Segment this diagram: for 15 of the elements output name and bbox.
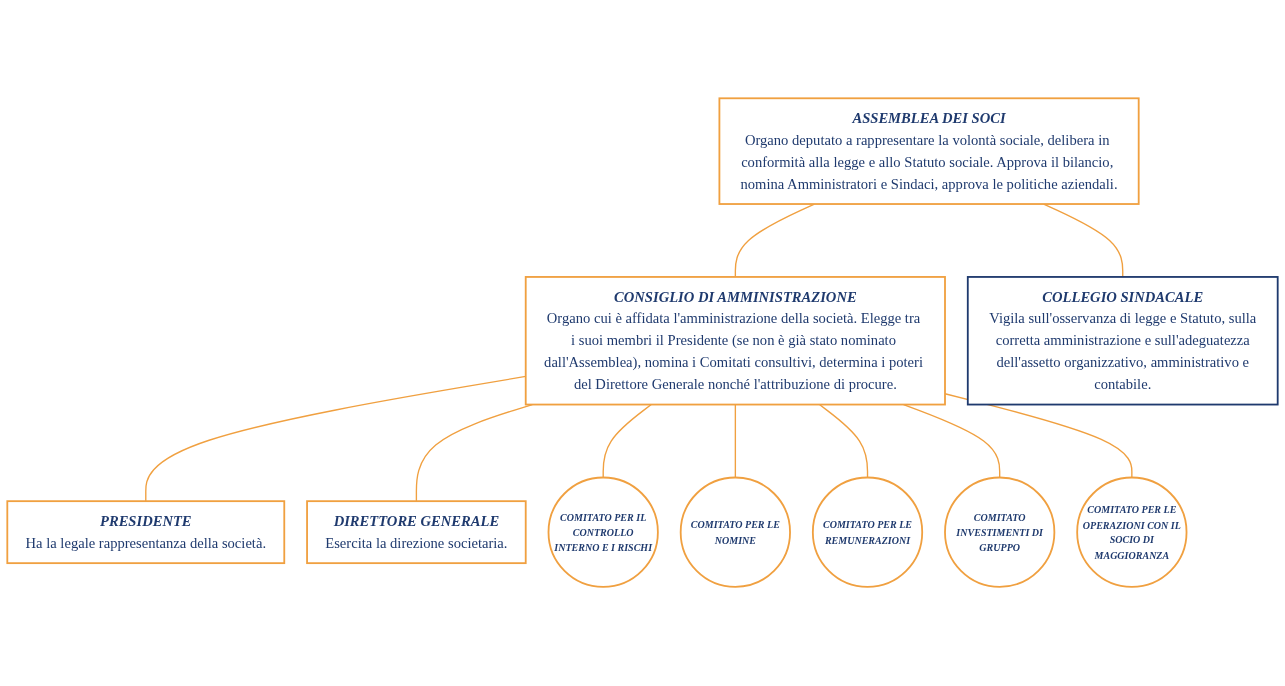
node-circle: COMITATO PER LE OPERAZIONI CON IL SOCIO DI MAGGIORANZA xyxy=(1076,476,1188,589)
connector xyxy=(734,404,737,479)
connector xyxy=(902,404,1001,479)
node-box: ASSEMBLEA DEI SOCI Organo deputato a rappresentare la volontà sociale, delibera in conformità alla legge e allo Statuto sociale. Approva il bilancio, nomina Amministratori e Sindaci, approva le politiche aziendali. xyxy=(718,97,1140,206)
node-box: COLLEGIO SINDACALE Vigila sull'osservanza di legge e Statuto, sulla corretta amministrazione e sull'adeguatezza dell'assetto organizzativo, amministrativo e contabile. xyxy=(966,276,1279,406)
node-box: PRESIDENTE Ha la legale rappresentanza della società. xyxy=(6,500,286,565)
connector xyxy=(602,404,652,479)
connector xyxy=(1043,203,1124,279)
node-circle: COMITATO PER LE NOMINE xyxy=(679,476,791,589)
node-box: DIRETTORE GENERALE Esercita la direzione societaria. xyxy=(306,500,527,565)
node-box: CONSIGLIO DI AMMINISTRAZIONE Organo cui è affidata l'amministrazione della società. Elegge tra i suoi membri il Presidente (se non è già stato nominato dall'Assemblea), nomina i Comitati consultivi, determina i poteri del Direttore Generale nonché l'attribuzione di procure. xyxy=(524,276,946,406)
node-circle: COMITATO PER LE REMUNERAZIONI xyxy=(811,476,924,589)
connector xyxy=(818,404,869,479)
node-circle: COMITATO INVESTIMENTI DI GRUPPO xyxy=(944,476,1056,589)
node-circle: COMITATO PER IL CONTROLLO INTERNO E I RISCHI xyxy=(547,476,659,589)
